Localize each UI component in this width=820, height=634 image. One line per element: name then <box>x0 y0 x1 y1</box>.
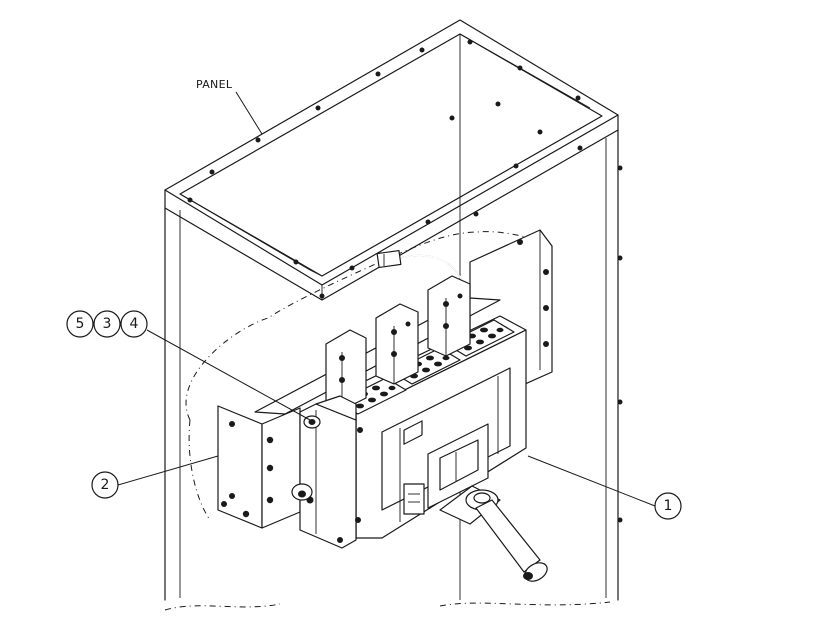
panel-label: PANEL <box>196 78 233 91</box>
callout-3-bubble <box>93 310 121 338</box>
callout-3: 3 <box>93 310 121 338</box>
callout-2: 2 <box>91 471 119 499</box>
panel-enclosure <box>164 19 623 611</box>
callout-4: 4 <box>120 310 148 338</box>
adapter-plate <box>291 395 363 549</box>
callout-5-text: 5 <box>76 316 85 332</box>
panel-label-group: PANEL <box>196 78 263 135</box>
leader-line-1 <box>527 455 656 507</box>
leader-line-2 <box>117 455 219 486</box>
leader-line-4 <box>146 329 311 421</box>
rotary-handle <box>439 485 548 582</box>
callout-1: 1 <box>654 492 682 520</box>
panel-leader-line <box>235 91 263 135</box>
callout-5: 5 <box>66 310 94 338</box>
bus-bar-right <box>427 275 471 357</box>
callout-4-bubble <box>120 310 148 338</box>
callout-2-bubble <box>91 471 119 499</box>
bus-bar-left <box>325 329 367 411</box>
bus-bar-center <box>375 303 419 385</box>
callout-1-bubble <box>654 492 682 520</box>
callout-3-text: 3 <box>103 316 112 332</box>
callout-4-text: 4 <box>130 316 139 332</box>
callout-1-text: 1 <box>664 498 673 514</box>
front-mounting-plate <box>217 405 301 529</box>
callout-5-bubble <box>66 310 94 338</box>
callout-2-text: 2 <box>101 477 110 493</box>
